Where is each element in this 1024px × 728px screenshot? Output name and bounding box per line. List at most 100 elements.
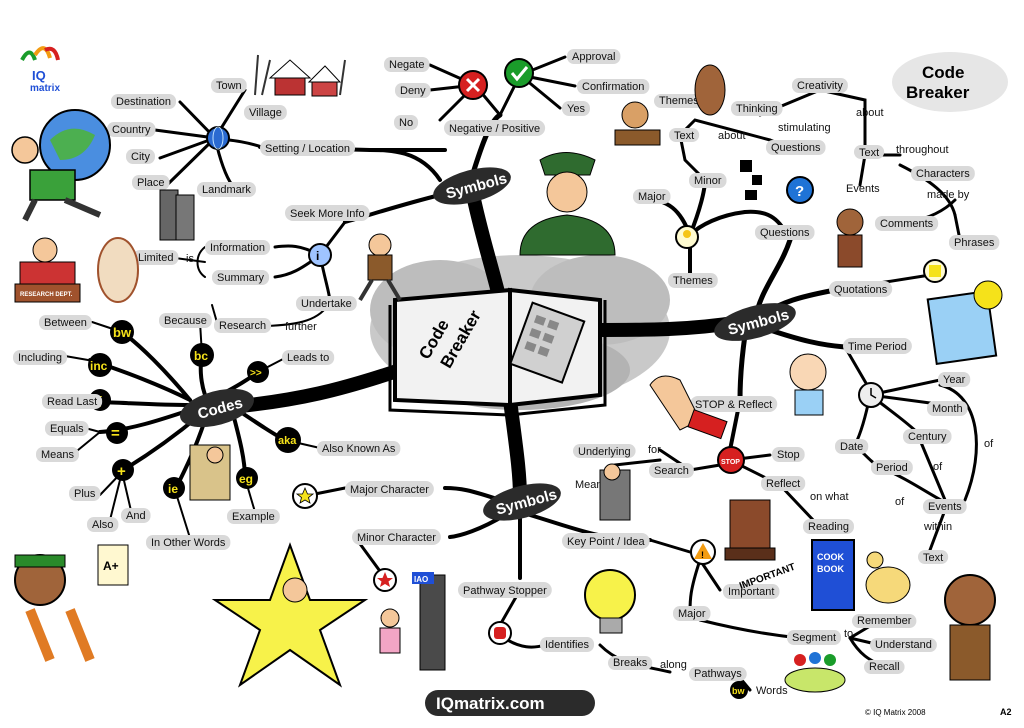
label-along: along	[660, 659, 687, 671]
label-confirmation: Confirmation	[577, 79, 650, 94]
label-means-text: Means	[41, 449, 75, 461]
label-search-text: Search	[654, 465, 689, 477]
label-about-left: about	[718, 130, 746, 142]
label-phrases: Phrases	[949, 235, 1000, 250]
label-undertake: Undertake	[296, 296, 357, 311]
svg-text:i: i	[316, 249, 319, 263]
label-made-by-text: made by	[927, 189, 970, 201]
label-events-small: Events	[846, 183, 880, 195]
label-village: Village	[244, 105, 287, 120]
label-questions-top: Questions	[766, 140, 826, 155]
cross-icon	[458, 70, 488, 100]
label-within-text: within	[923, 521, 952, 533]
label-within: within	[923, 521, 952, 533]
label-major-character: Major Character	[345, 481, 434, 497]
label-understand-text: Understand	[875, 639, 932, 651]
check-icon	[504, 58, 534, 88]
label-in-other-words-text: In Other Words	[151, 537, 226, 549]
label-period: Period	[871, 460, 913, 475]
label-about-right-text: about	[856, 107, 884, 119]
label-summary-text: Summary	[217, 272, 265, 284]
label-text-left: Text	[669, 128, 700, 142]
code-badges: bw inc ¶ = + ie eg aka bc >>	[88, 320, 301, 499]
label-thinking: Thinking	[731, 101, 783, 116]
label-remember: Remember	[852, 614, 917, 628]
label-because: Because	[159, 313, 212, 328]
label-negate-text: Negate	[389, 59, 424, 71]
label-plus: Plus	[69, 486, 101, 501]
label-undertake-text: Undertake	[301, 298, 352, 310]
label-breaks-text: Breaks	[613, 657, 648, 669]
caveman-clipart	[944, 574, 996, 681]
label-and-text: And	[126, 510, 146, 522]
badge-eq-text: =	[111, 425, 120, 442]
baby-clipart	[789, 353, 827, 416]
label-place: Place	[132, 175, 170, 190]
girl-clipart	[379, 608, 401, 654]
label-about-left-text: about	[718, 130, 746, 142]
clock-icon	[858, 382, 884, 408]
title-badge: Code Breaker	[892, 52, 1008, 112]
label-text-bottom: Text	[918, 550, 949, 564]
badge-bw-text: bw	[113, 325, 132, 340]
label-no: No	[394, 115, 419, 130]
label-including-text: Including	[18, 352, 62, 364]
label-minor: Minor	[689, 173, 727, 188]
badge-eq: =	[106, 422, 128, 444]
logo-matrix: matrix	[30, 83, 60, 94]
title-line2: Breaker	[906, 83, 970, 102]
label-destination-text: Destination	[116, 96, 171, 108]
label-on-what-text: on what	[810, 491, 849, 503]
badge-inc-text: inc	[90, 359, 108, 373]
label-along-text: along	[660, 659, 687, 671]
footer-url: IQmatrix.com	[436, 694, 545, 713]
label-creativity: Creativity	[792, 78, 848, 93]
logo-iq: IQ	[32, 68, 46, 83]
label-recall-text: Recall	[869, 661, 900, 673]
label-is-text: is	[186, 253, 194, 265]
label-of-3: of	[895, 496, 905, 508]
label-segment-text: Segment	[792, 632, 836, 644]
label-breaks: Breaks	[608, 656, 653, 670]
label-landmark: Landmark	[197, 182, 256, 197]
svg-text:?: ?	[795, 183, 804, 200]
chicken-clipart	[865, 551, 911, 604]
label-reading-text: Reading	[808, 521, 849, 533]
stamp-clipart: IMPORTANT	[724, 499, 797, 592]
label-themes-text: Themes	[673, 275, 713, 287]
label-town: Town	[211, 78, 247, 93]
label-leads-to-text: Leads to	[287, 352, 329, 364]
label-example-text: Example	[232, 511, 275, 523]
cookbook-line1: COOK	[817, 552, 845, 562]
badge-plus: +	[112, 459, 134, 481]
label-themes: Themes	[668, 273, 718, 288]
label-of-2: of	[933, 461, 943, 473]
monster-clipart	[694, 64, 726, 116]
label-major-character-text: Major Character	[350, 484, 429, 496]
filing-clipart	[189, 444, 231, 501]
student-a-plus-clipart: A+	[14, 544, 129, 662]
label-no-text: No	[399, 117, 413, 129]
label-negate: Negate	[384, 57, 430, 72]
footer: IQmatrix.com © IQ Matrix 2008 A2	[425, 690, 1012, 717]
label-pathways: Pathways	[689, 667, 747, 681]
label-throughout-text: throughout	[896, 144, 949, 156]
label-in-other-words: In Other Words	[146, 535, 231, 550]
researcher-clipart: RESEARCH DEPT.	[14, 237, 81, 303]
label-leads-to: Leads to	[282, 350, 335, 365]
a-plus-text: A+	[103, 559, 119, 573]
lightbulb-icon	[675, 225, 699, 249]
stop-icon: STOP	[717, 446, 745, 474]
red-star-icon	[373, 568, 397, 592]
scared-man-clipart	[599, 463, 631, 521]
label-seek-more-info-text: Seek More Info	[290, 208, 365, 220]
center-book: Code Breaker	[388, 287, 607, 417]
cookbook-line2: BOOK	[817, 564, 845, 574]
label-plus-text: Plus	[74, 488, 96, 500]
label-pathways-text: Pathways	[694, 668, 742, 680]
label-important: Important	[723, 584, 780, 599]
label-country-text: Country	[112, 124, 151, 136]
label-remember-text: Remember	[857, 615, 912, 627]
label-questions: Questions	[755, 225, 815, 240]
label-equals: Equals	[45, 421, 89, 436]
